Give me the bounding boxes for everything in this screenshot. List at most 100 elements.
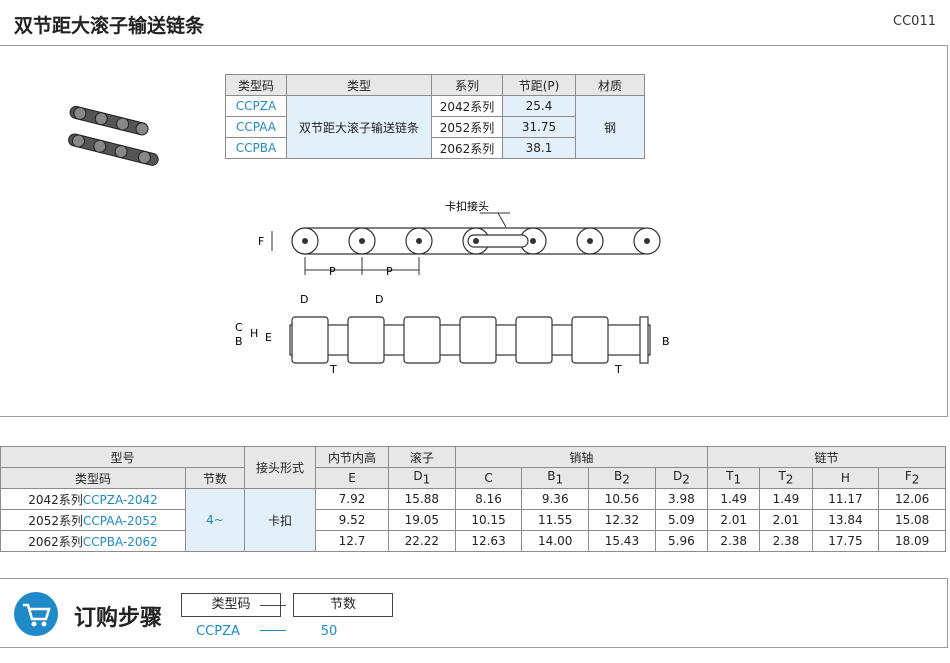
dim-p: P (386, 265, 393, 278)
links-box: 节数 (293, 593, 393, 617)
value-h: 11.17 (811, 488, 880, 510)
value-b2: 10.56 (588, 488, 656, 510)
header-series: 系列 (431, 74, 503, 96)
header-d1: D1 (388, 467, 456, 489)
value-d2: 5.96 (654, 530, 709, 552)
links-cell: 4~ (185, 488, 245, 552)
table-row: 2052系列CCPAA-2052 9.52 19.05 10.15 11.55 … (0, 509, 946, 531)
dim-b2: B (662, 335, 670, 348)
dash-separator (260, 605, 286, 606)
chain-photo (68, 105, 159, 166)
value-d1: 15.88 (388, 488, 456, 510)
value-t1: 2.01 (707, 509, 761, 531)
dash-separator (260, 630, 286, 631)
pitch-cell: 31.75 (502, 116, 576, 138)
value-h: 13.84 (811, 509, 880, 531)
order-panel (0, 578, 948, 648)
dim-t1: T (614, 363, 622, 376)
header-f2: F2 (878, 467, 946, 489)
value-t2: 1.49 (759, 488, 813, 510)
type-code-cell[interactable]: CCPAA (225, 116, 287, 138)
value-d2: 5.09 (654, 509, 709, 531)
header-model: 型号 (0, 446, 245, 468)
dim-b1: B (235, 335, 243, 348)
dim-t2: T (329, 363, 337, 376)
page-title: 双节距大滚子输送链条 (14, 15, 205, 37)
chain-drawing: 卡扣接头 F P P D D B C H E T T B (235, 199, 670, 376)
dim-d2: D (375, 293, 383, 306)
order-title: 订购步骤 (74, 606, 163, 631)
header-pin: 销轴 (454, 446, 709, 468)
value-h: 17.75 (811, 530, 880, 552)
overview-panel (0, 45, 948, 417)
header-c: C (454, 467, 523, 489)
header-t2: T2 (759, 467, 813, 489)
value-e: 12.7 (315, 530, 389, 552)
value-f2: 12.06 (878, 488, 946, 510)
value-b1: 14.00 (521, 530, 590, 552)
series-cell: 2062系列 (431, 137, 503, 159)
value-e: 7.92 (315, 488, 389, 510)
header-b1: B1 (521, 467, 590, 489)
value-b2: 15.43 (588, 530, 656, 552)
model-cell[interactable]: 2042系列CCPZA-2042 (0, 488, 186, 510)
product-code: CC011 (893, 14, 936, 29)
value-c: 10.15 (454, 509, 523, 531)
dim-c: C (235, 321, 243, 334)
joint-cell: 卡扣 (244, 488, 316, 552)
value-d2: 3.98 (654, 488, 709, 510)
table-row: 2062系列CCPBA-2062 12.7 22.22 12.63 14.00 … (0, 530, 946, 552)
chain-side-view (289, 316, 651, 364)
value-f2: 18.09 (878, 530, 946, 552)
pitch-cell: 38.1 (502, 137, 576, 159)
type-table: 类型码 类型 系列 节距(P) 材质 CCPZA 双节距大滚子输送链条 2042… (225, 74, 645, 159)
header-d2: D2 (654, 467, 709, 489)
model-cell[interactable]: 2052系列CCPAA-2052 (0, 509, 186, 531)
header-b2: B2 (588, 467, 656, 489)
value-f2: 15.08 (878, 509, 946, 531)
header-h: H (811, 467, 880, 489)
header-t1: T1 (707, 467, 761, 489)
value-t1: 1.49 (707, 488, 761, 510)
type-cell: 双节距大滚子输送链条 (286, 95, 432, 159)
series-cell: 2052系列 (431, 116, 503, 138)
spec-table: 型号 接头形式 内节内高 滚子 销轴 链节 类型码 节数 E D1 C B1 B… (0, 446, 946, 552)
shopping-cart-icon (14, 592, 58, 636)
value-e: 9.52 (315, 509, 389, 531)
value-d1: 19.05 (388, 509, 456, 531)
header-roller: 滚子 (388, 446, 456, 468)
value-d1: 22.22 (388, 530, 456, 552)
material-cell: 钢 (575, 95, 645, 159)
header-link: 链节 (707, 446, 946, 468)
dim-p: P (329, 265, 336, 278)
header-type: 类型 (286, 74, 432, 96)
value-b1: 11.55 (521, 509, 590, 531)
header-e: E (315, 467, 389, 489)
dim-e: E (265, 331, 272, 344)
value-t2: 2.01 (759, 509, 813, 531)
value-b1: 9.36 (521, 488, 590, 510)
header-type-code: 类型码 (225, 74, 287, 96)
header-inner: 内节内高 (315, 446, 389, 468)
header-pitch: 节距(P) (502, 74, 576, 96)
dim-f2: F (258, 235, 264, 248)
value-c: 8.16 (454, 488, 523, 510)
header-material: 材质 (575, 74, 645, 96)
model-cell[interactable]: 2062系列CCPBA-2062 (0, 530, 186, 552)
type-code-cell[interactable]: CCPBA (225, 137, 287, 159)
series-cell: 2042系列 (431, 95, 503, 117)
joint-label: 卡扣接头 (445, 199, 489, 213)
pitch-cell: 25.4 (502, 95, 576, 117)
header-joint: 接头形式 (244, 446, 316, 489)
header-type-code: 类型码 (0, 467, 186, 489)
links-value[interactable]: 50 (320, 624, 338, 639)
value-t1: 2.38 (707, 530, 761, 552)
value-t2: 2.38 (759, 530, 813, 552)
type-code-value[interactable]: CCPZA (196, 624, 240, 639)
header-links: 节数 (185, 467, 245, 489)
value-c: 12.63 (454, 530, 523, 552)
dim-h: H (250, 327, 258, 340)
dim-d1: D (300, 293, 308, 306)
type-code-cell[interactable]: CCPZA (225, 95, 287, 117)
table-row: 2042系列CCPZA-2042 4~ 卡扣 7.92 15.88 8.16 9… (0, 488, 946, 552)
